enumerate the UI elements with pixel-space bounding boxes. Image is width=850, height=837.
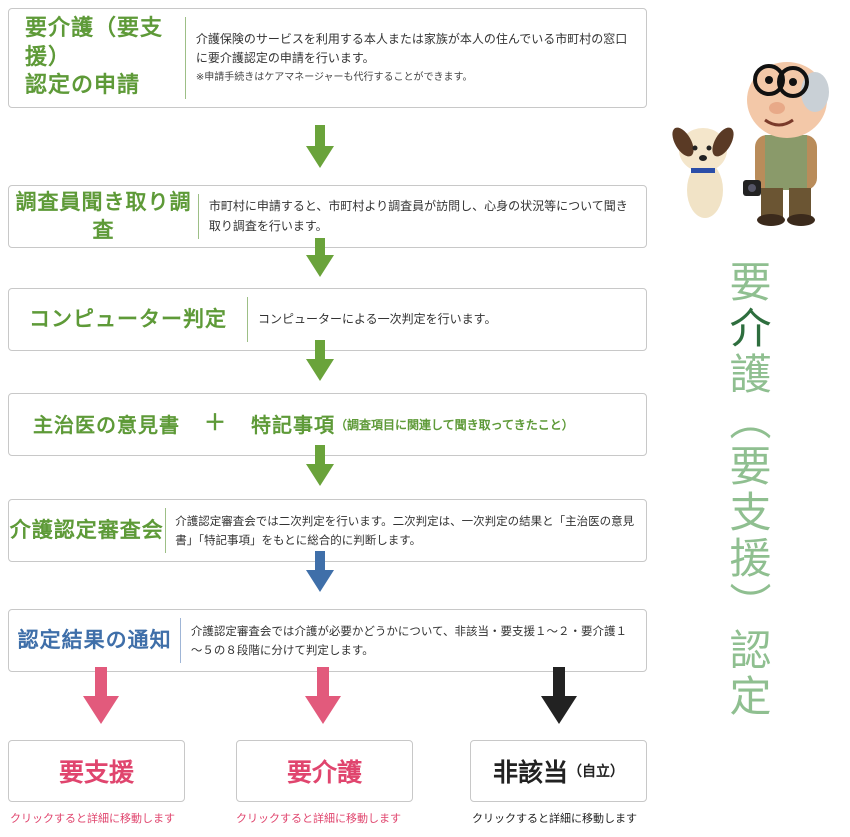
step-description: 介護認定審査会では介護が必要かどうかについて、非該当・要支援１～２・要介護１～５… [190,624,627,657]
result-sub-label: （自立） [568,764,624,780]
result-care-button[interactable]: 要介護 [236,740,413,802]
arrow-down-1 [306,125,334,170]
divider [164,508,166,553]
result-independent-button[interactable]: 非該当（自立） [470,740,647,802]
arrow-to-care [305,667,341,725]
step-description: 介護保険のサービスを利用する本人または家族が本人の住んでいる市町村の窓口に要介護… [186,30,646,86]
vertical-title-part3: 護（要支援）認定 [723,352,772,720]
step-computer: コンピューター判定 コンピューターによる一次判定を行います。 [8,288,647,351]
arrow-down-3 [306,340,334,382]
arrow-to-support [83,667,119,725]
step-title: 介護認定審査会 [9,517,164,542]
step-description: 市町村に申請すると、市町村より調査員が訪問し、心身の状況等について聞き取り調査を… [208,199,628,233]
step-title: 認定結果の通知 [17,627,172,652]
arrow-down-2 [306,238,334,278]
special-notes-sub: （調査項目に関連して聞き取ってきたこと） [335,418,574,432]
click-note-support[interactable]: クリックすると詳細に移動します [10,812,175,825]
result-label: 要介護 [286,758,362,787]
result-label: 非該当 [492,758,568,787]
step-title: 要介護（要支援） 認定の申請 [25,16,164,99]
step-committee: 介護認定審査会 介護認定審査会では二次判定を行います。二次判定は、一次判定の結果… [8,499,647,562]
plus-sign: ＋ [204,411,228,437]
mascot-illustration [672,62,829,226]
step-interview: 調査員聞き取り調査 市町村に申請すると、市町村より調査員が訪問し、心身の状況等に… [8,185,647,248]
divider [247,297,248,342]
step-notification: 認定結果の通知 介護認定審査会では介護が必要かどうかについて、非該当・要支援１～… [8,609,647,672]
arrow-down-5 [306,551,334,593]
result-support-button[interactable]: 要支援 [8,740,185,802]
vertical-title: 要介護（要支援）認定 [722,260,772,720]
step-application: 要介護（要支援） 認定の申請 介護保険のサービスを利用する本人または家族が本人の… [8,8,647,108]
step-opinion: 主治医の意見書 ＋ 特記事項 （調査項目に関連して聞き取ってきたこと） [8,393,647,456]
click-note-independent[interactable]: クリックすると詳細に移動します [472,812,637,825]
special-notes-title: 特記事項 [251,412,336,437]
step-description: コンピューターによる一次判定を行います。 [258,311,497,326]
note-text: ※申請手続きはケアマネージャーも代行することができます。 [195,72,473,84]
divider [185,17,186,99]
vertical-title-part2: 介 [723,306,772,352]
divider [198,194,199,239]
divider [180,618,181,663]
arrow-down-4 [306,445,334,487]
step-description: 介護認定審査会では二次判定を行います。二次判定は、一次判定の結果と「主治医の意見… [175,514,635,547]
doctor-opinion-title: 主治医の意見書 [33,412,180,437]
step-title: コンピューター判定 [29,306,227,331]
description-text: 介護保険のサービスを利用する本人または家族が本人の住んでいる市町村の窓口に要介護… [195,31,628,65]
click-note-care[interactable]: クリックすると詳細に移動します [236,812,401,825]
vertical-title-part1: 要 [723,260,772,306]
arrow-to-independent [541,667,577,725]
step-title: 調査員聞き取り調査 [15,190,192,242]
result-label: 要支援 [58,758,134,787]
